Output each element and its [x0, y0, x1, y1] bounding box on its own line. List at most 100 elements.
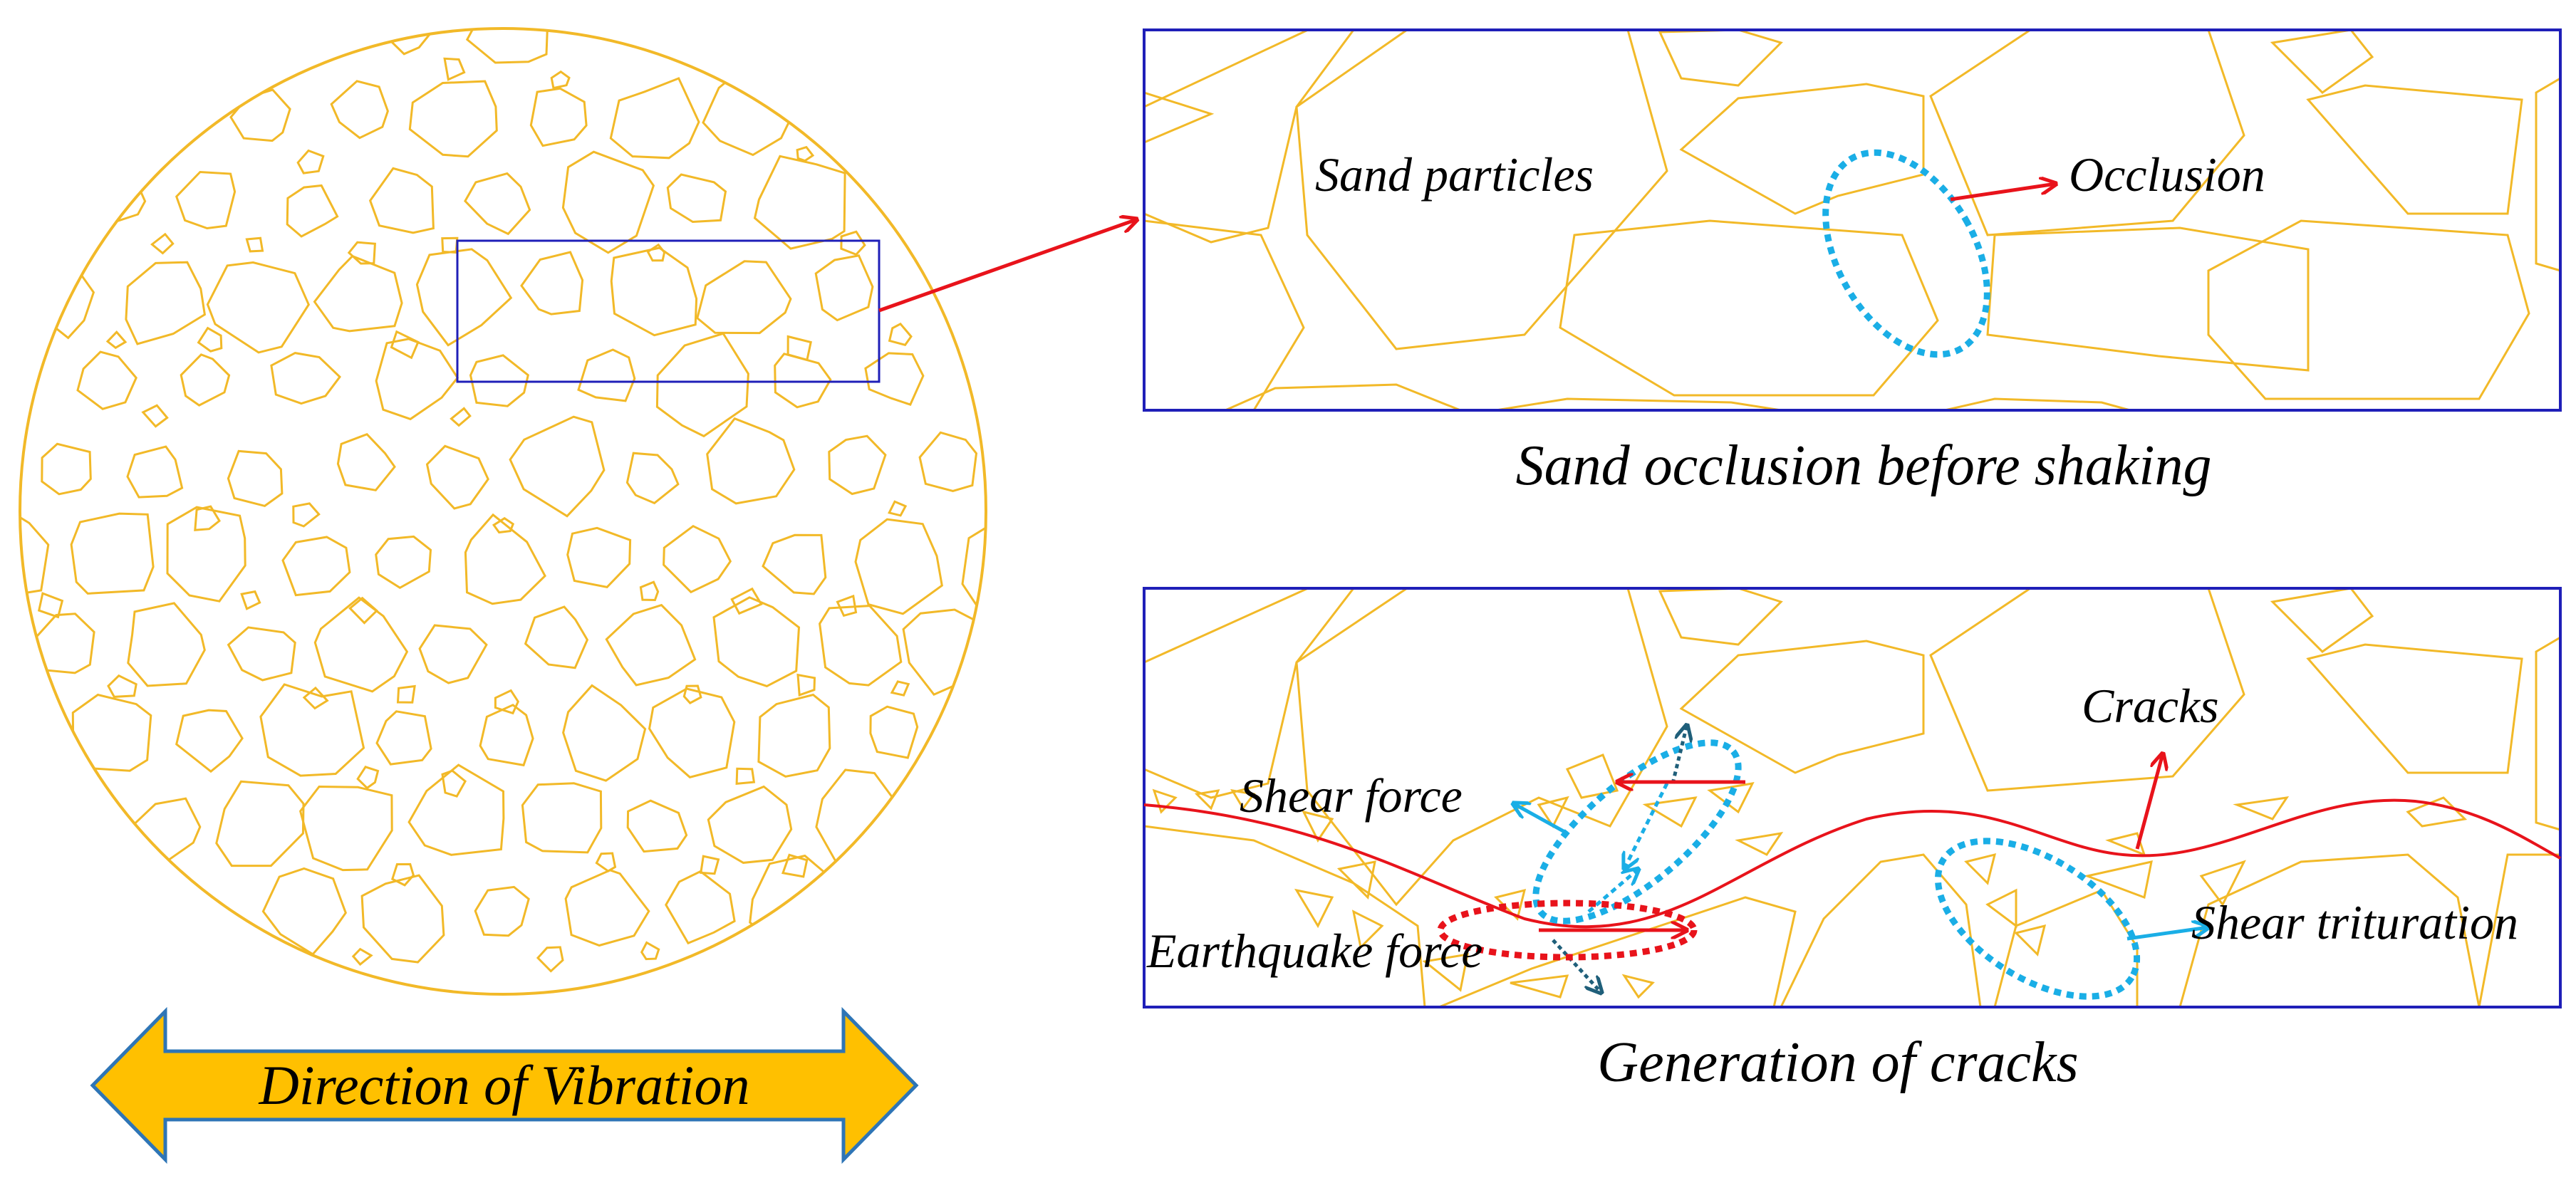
sand-particle — [706, 417, 796, 505]
sand-particle — [215, 780, 305, 867]
sand-particle — [696, 260, 792, 335]
sand-particle — [227, 449, 284, 508]
sand-particle — [815, 768, 905, 862]
sand-particle — [605, 603, 697, 687]
sand-particle — [34, 613, 95, 674]
shear-force-arrow — [1513, 803, 1569, 835]
sand-particle — [292, 502, 321, 528]
sand-particle — [814, 254, 874, 322]
sand-particle — [175, 170, 237, 230]
sand-particle — [609, 77, 700, 160]
sand-particle — [351, 947, 373, 966]
sand-particle — [313, 254, 403, 333]
sand-particle — [521, 782, 603, 854]
sand-particle — [281, 536, 351, 597]
sand-particle — [125, 261, 207, 345]
sand-particle — [902, 608, 986, 697]
sand-particle — [836, 594, 858, 617]
sand-particle — [646, 243, 666, 262]
sand-particle — [566, 526, 632, 589]
sand-particle — [107, 674, 137, 698]
sand-particle — [441, 769, 467, 798]
sand-particle — [76, 350, 137, 410]
sand-particle — [840, 230, 866, 256]
normal-force-arrow-down — [1552, 939, 1601, 993]
sand-particle — [762, 533, 827, 595]
sand-particle — [561, 150, 655, 254]
label-direction-of-vibration: Direction of Vibration — [259, 1054, 750, 1116]
normal-force-arrow-up — [1671, 725, 1687, 784]
sand-particle — [415, 248, 513, 347]
sand-particle — [595, 852, 617, 872]
sand-particle — [888, 322, 913, 347]
sand-particle — [890, 680, 910, 697]
sand-particle — [390, 862, 415, 887]
sand-particle — [610, 246, 698, 337]
sand-particle — [197, 326, 223, 353]
sand-particle — [564, 869, 650, 947]
sand-particle — [133, 797, 202, 861]
sand-particle — [375, 338, 459, 421]
sand-particle — [854, 518, 943, 615]
shear-trituration-arrow — [2126, 927, 2208, 941]
sand-particle — [464, 513, 546, 605]
panel-generation-of-cracks: Cracks Shear force Earthquake force Shea… — [1143, 587, 2562, 1094]
internal-shear-arrow-2 — [1587, 869, 1638, 913]
sand-particle — [796, 145, 815, 162]
sand-particle — [828, 434, 887, 496]
sand-particle — [562, 684, 647, 782]
sand-particle — [639, 580, 660, 602]
sand-particle — [180, 353, 231, 407]
sand-particle — [702, 71, 799, 157]
sand-particle — [127, 602, 206, 687]
sand-particle — [396, 684, 416, 704]
sand-particle — [682, 684, 702, 704]
sand-particle — [105, 330, 128, 350]
sand-particle — [918, 431, 978, 492]
sample-boundary — [19, 27, 987, 996]
sand-particle — [37, 592, 64, 619]
label-sand-particles: Sand particles — [1315, 147, 1594, 202]
sand-particle — [194, 505, 221, 531]
sand-particle — [336, 432, 396, 491]
sand-particle — [536, 946, 564, 973]
sand-particle — [70, 512, 155, 595]
sand-particle — [707, 785, 793, 864]
sand-particle — [368, 167, 435, 234]
sand-particle — [663, 524, 732, 594]
label-occlusion: Occlusion — [2069, 147, 2265, 202]
zoomed-sand-particles — [1144, 30, 2560, 410]
sand-particle — [625, 452, 680, 505]
crack-line — [1143, 798, 2561, 929]
sand-particle — [298, 785, 393, 872]
sand-particle — [245, 236, 264, 253]
sand-particle — [71, 693, 152, 772]
sand-particle — [864, 352, 925, 406]
sand-particle — [443, 57, 466, 81]
sand-particle — [227, 626, 296, 682]
sand-particle — [126, 445, 184, 499]
sand-particle — [520, 251, 584, 316]
sand-particle — [450, 407, 472, 427]
sand-particle — [819, 605, 903, 687]
sand-particle — [774, 353, 832, 409]
sand-particle — [360, 874, 445, 964]
sand-particle — [313, 596, 409, 693]
shear-trituration-highlight — [1934, 838, 2141, 1000]
sand-particle — [469, 354, 529, 407]
sand-particle — [626, 799, 688, 853]
sand-particle — [330, 80, 389, 140]
sand-particle — [375, 535, 432, 590]
sand-particle — [494, 689, 520, 715]
sand-particle — [640, 941, 660, 961]
sand-particle — [869, 705, 919, 759]
sand-particle — [700, 855, 720, 875]
sand-particle — [577, 348, 636, 402]
sand-particle — [464, 172, 531, 236]
sand-sample-circle — [19, 27, 987, 996]
sand-particle — [408, 80, 498, 158]
internal-shear-arrow — [1624, 782, 1669, 869]
sand-particle — [666, 173, 727, 224]
sand-particle — [465, 28, 549, 64]
